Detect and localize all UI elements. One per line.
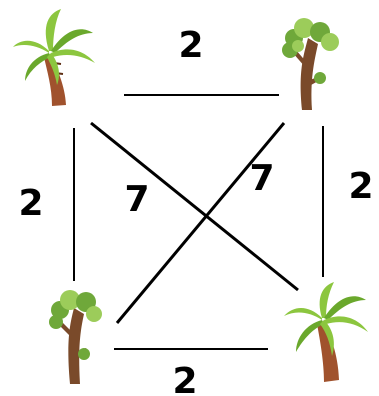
edge-diagonal-tl-br	[91, 123, 298, 290]
palm-tree-icon	[13, 9, 95, 106]
edge-diagonal-tr-bl	[117, 123, 284, 323]
edge-label-diagonal-tr-bl: 7	[249, 158, 274, 199]
edge-label-top: 2	[178, 25, 203, 66]
leafy-tree-icon	[282, 18, 339, 110]
leafy-tree-icon	[49, 290, 102, 384]
edge-label-left: 2	[18, 183, 43, 224]
palm-tree-icon	[284, 282, 368, 382]
edge-label-bottom: 2	[172, 361, 197, 396]
edge-label-right: 2	[348, 166, 373, 207]
edge-label-diagonal-tl-br: 7	[124, 179, 149, 220]
